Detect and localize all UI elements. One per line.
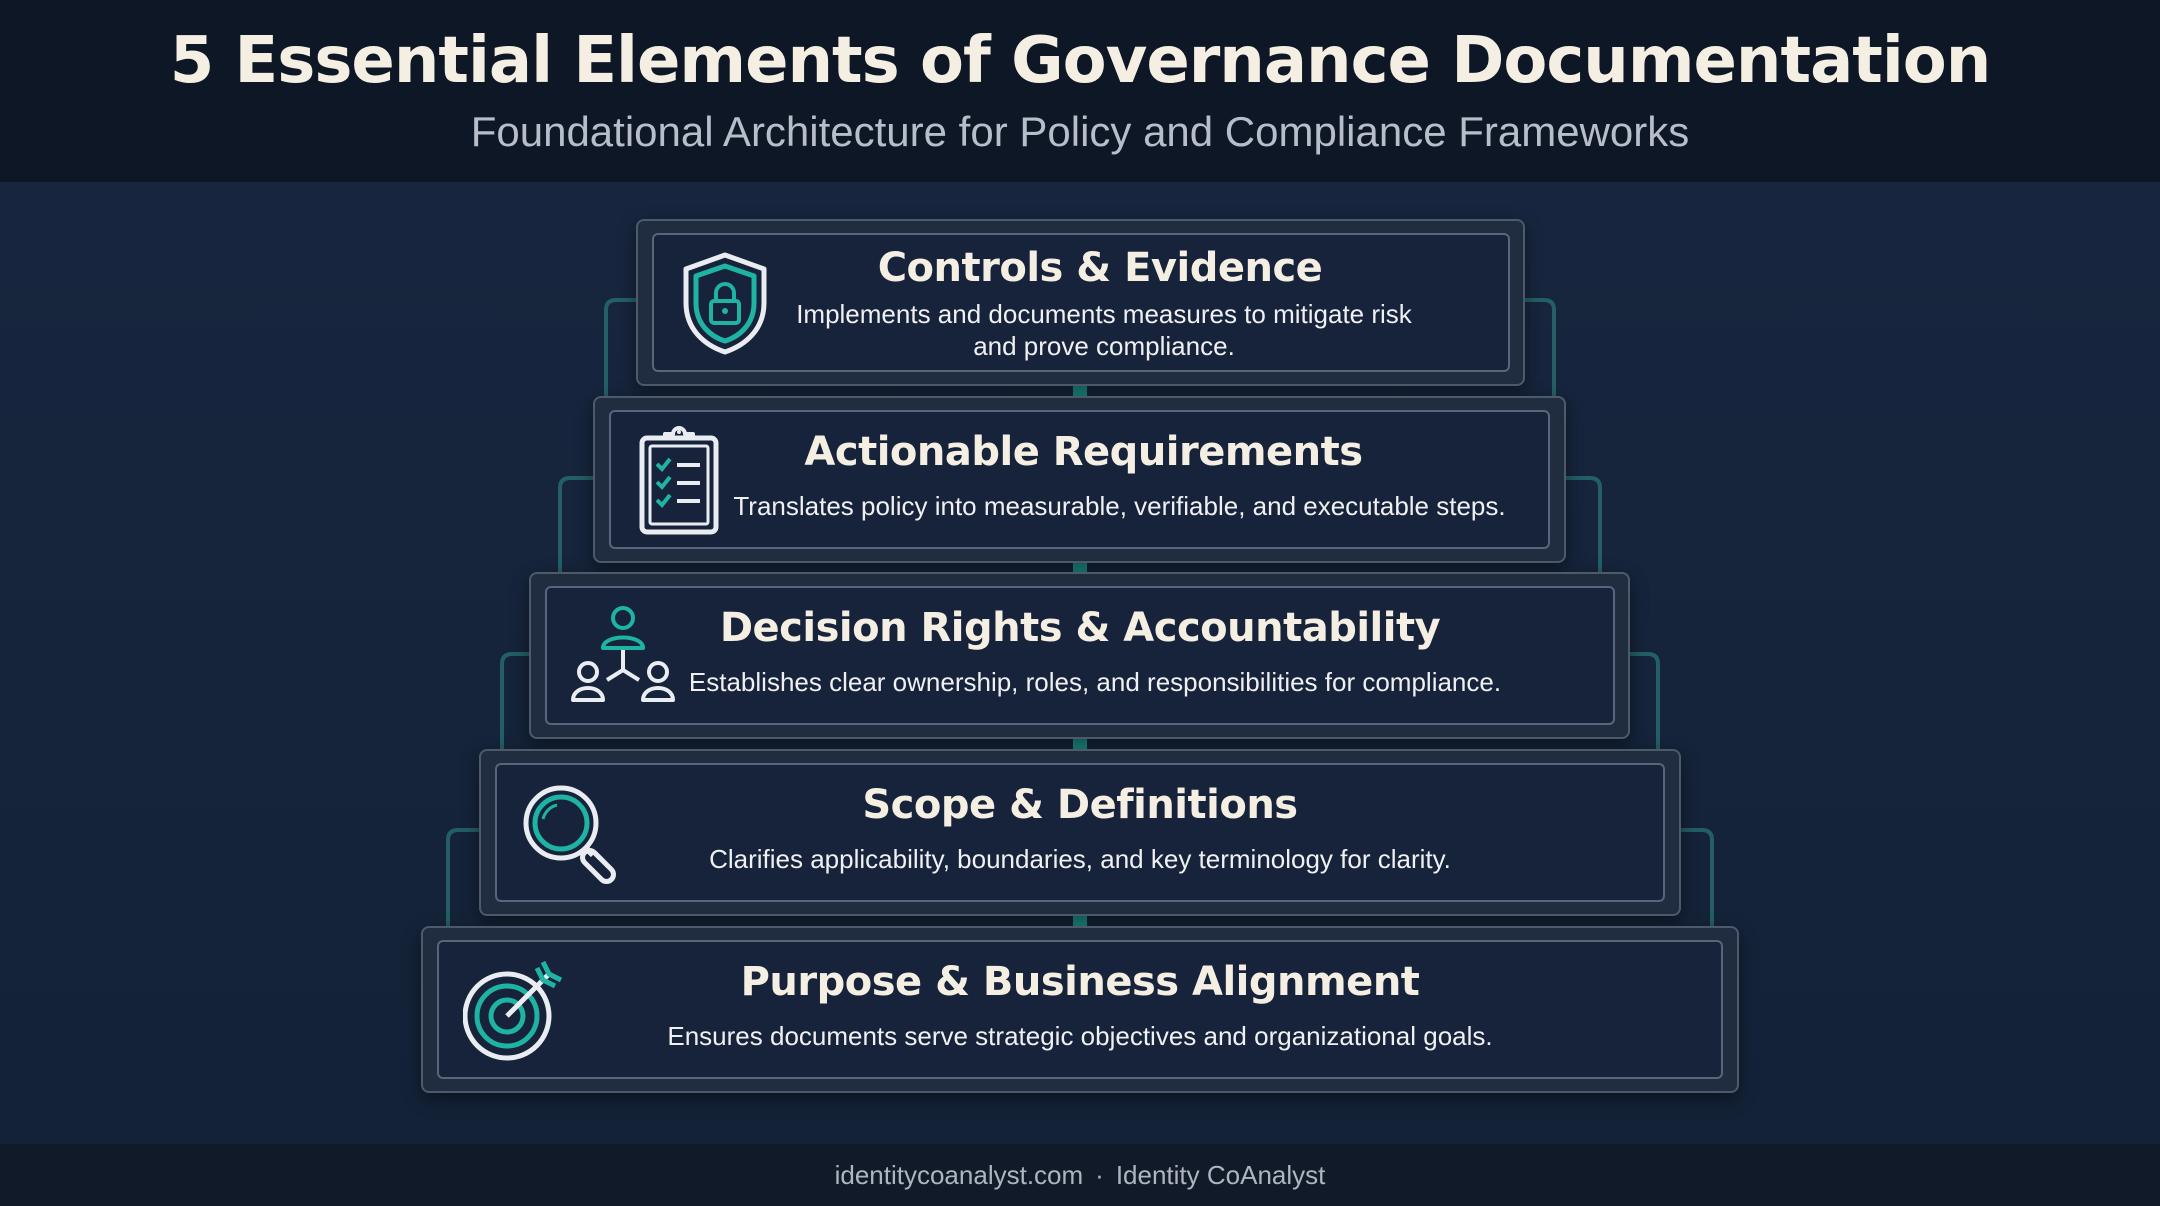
footer-site: identitycoanalyst.com — [834, 1160, 1084, 1190]
level-title: Purpose & Business Alignment — [740, 959, 1420, 1005]
connector-left-4 — [446, 828, 482, 928]
magnifying-glass-icon — [521, 783, 625, 887]
level-description: Clarifies applicability, boundaries, and… — [709, 844, 1451, 874]
level-title: Decision Rights & Accountability — [719, 605, 1441, 651]
footer-brand: Identity CoAnalyst — [1115, 1160, 1326, 1190]
level-card-actionable-requirements: Actionable Requirements Translates polic… — [609, 410, 1550, 549]
header-band — [0, 0, 2160, 182]
level-title: Actionable Requirements — [804, 429, 1363, 475]
page-title: 5 Essential Elements of Governance Docum… — [169, 24, 1992, 98]
level-description: Establishes clear ownership, roles, and … — [688, 667, 1502, 697]
level-card-purpose-alignment: Purpose & Business Alignment Ensures doc… — [437, 940, 1723, 1079]
level-description: Translates policy into measurable, verif… — [733, 491, 1506, 521]
shield-lock-icon — [680, 251, 770, 355]
level-title: Scope & Definitions — [862, 782, 1298, 828]
level-card-scope-definitions: Scope & Definitions Clarifies applicabil… — [495, 763, 1665, 902]
connector-right-4 — [1678, 828, 1714, 928]
connector-right-2 — [1564, 476, 1602, 574]
connector-left-3 — [500, 652, 532, 752]
footer-band — [0, 1144, 2160, 1206]
target-arrow-icon — [463, 960, 563, 1064]
clipboard-checklist-icon — [637, 426, 721, 536]
level-card-decision-rights: Decision Rights & Accountability Establi… — [545, 586, 1615, 725]
level-card-controls-evidence: Controls & Evidence Implements and docum… — [652, 233, 1510, 372]
connector-left-2 — [558, 476, 596, 574]
connector-left-1 — [604, 298, 640, 398]
footer-separator: · — [1095, 1160, 1104, 1190]
org-hierarchy-icon — [571, 606, 675, 706]
footer-credit: identitycoanalyst.com · Identity CoAnalyst — [0, 1160, 2160, 1191]
level-description-line-2: and prove compliance. — [973, 331, 1235, 361]
connector-right-1 — [1520, 298, 1556, 398]
connector-right-3 — [1628, 652, 1660, 752]
level-description: Implements and documents measures to mit… — [654, 298, 1508, 362]
level-title: Controls & Evidence — [877, 245, 1323, 291]
level-description-line-1: Implements and documents measures to mit… — [796, 299, 1412, 329]
page-subtitle: Foundational Architecture for Policy and… — [470, 108, 1690, 155]
level-description: Ensures documents serve strategic object… — [667, 1021, 1493, 1051]
